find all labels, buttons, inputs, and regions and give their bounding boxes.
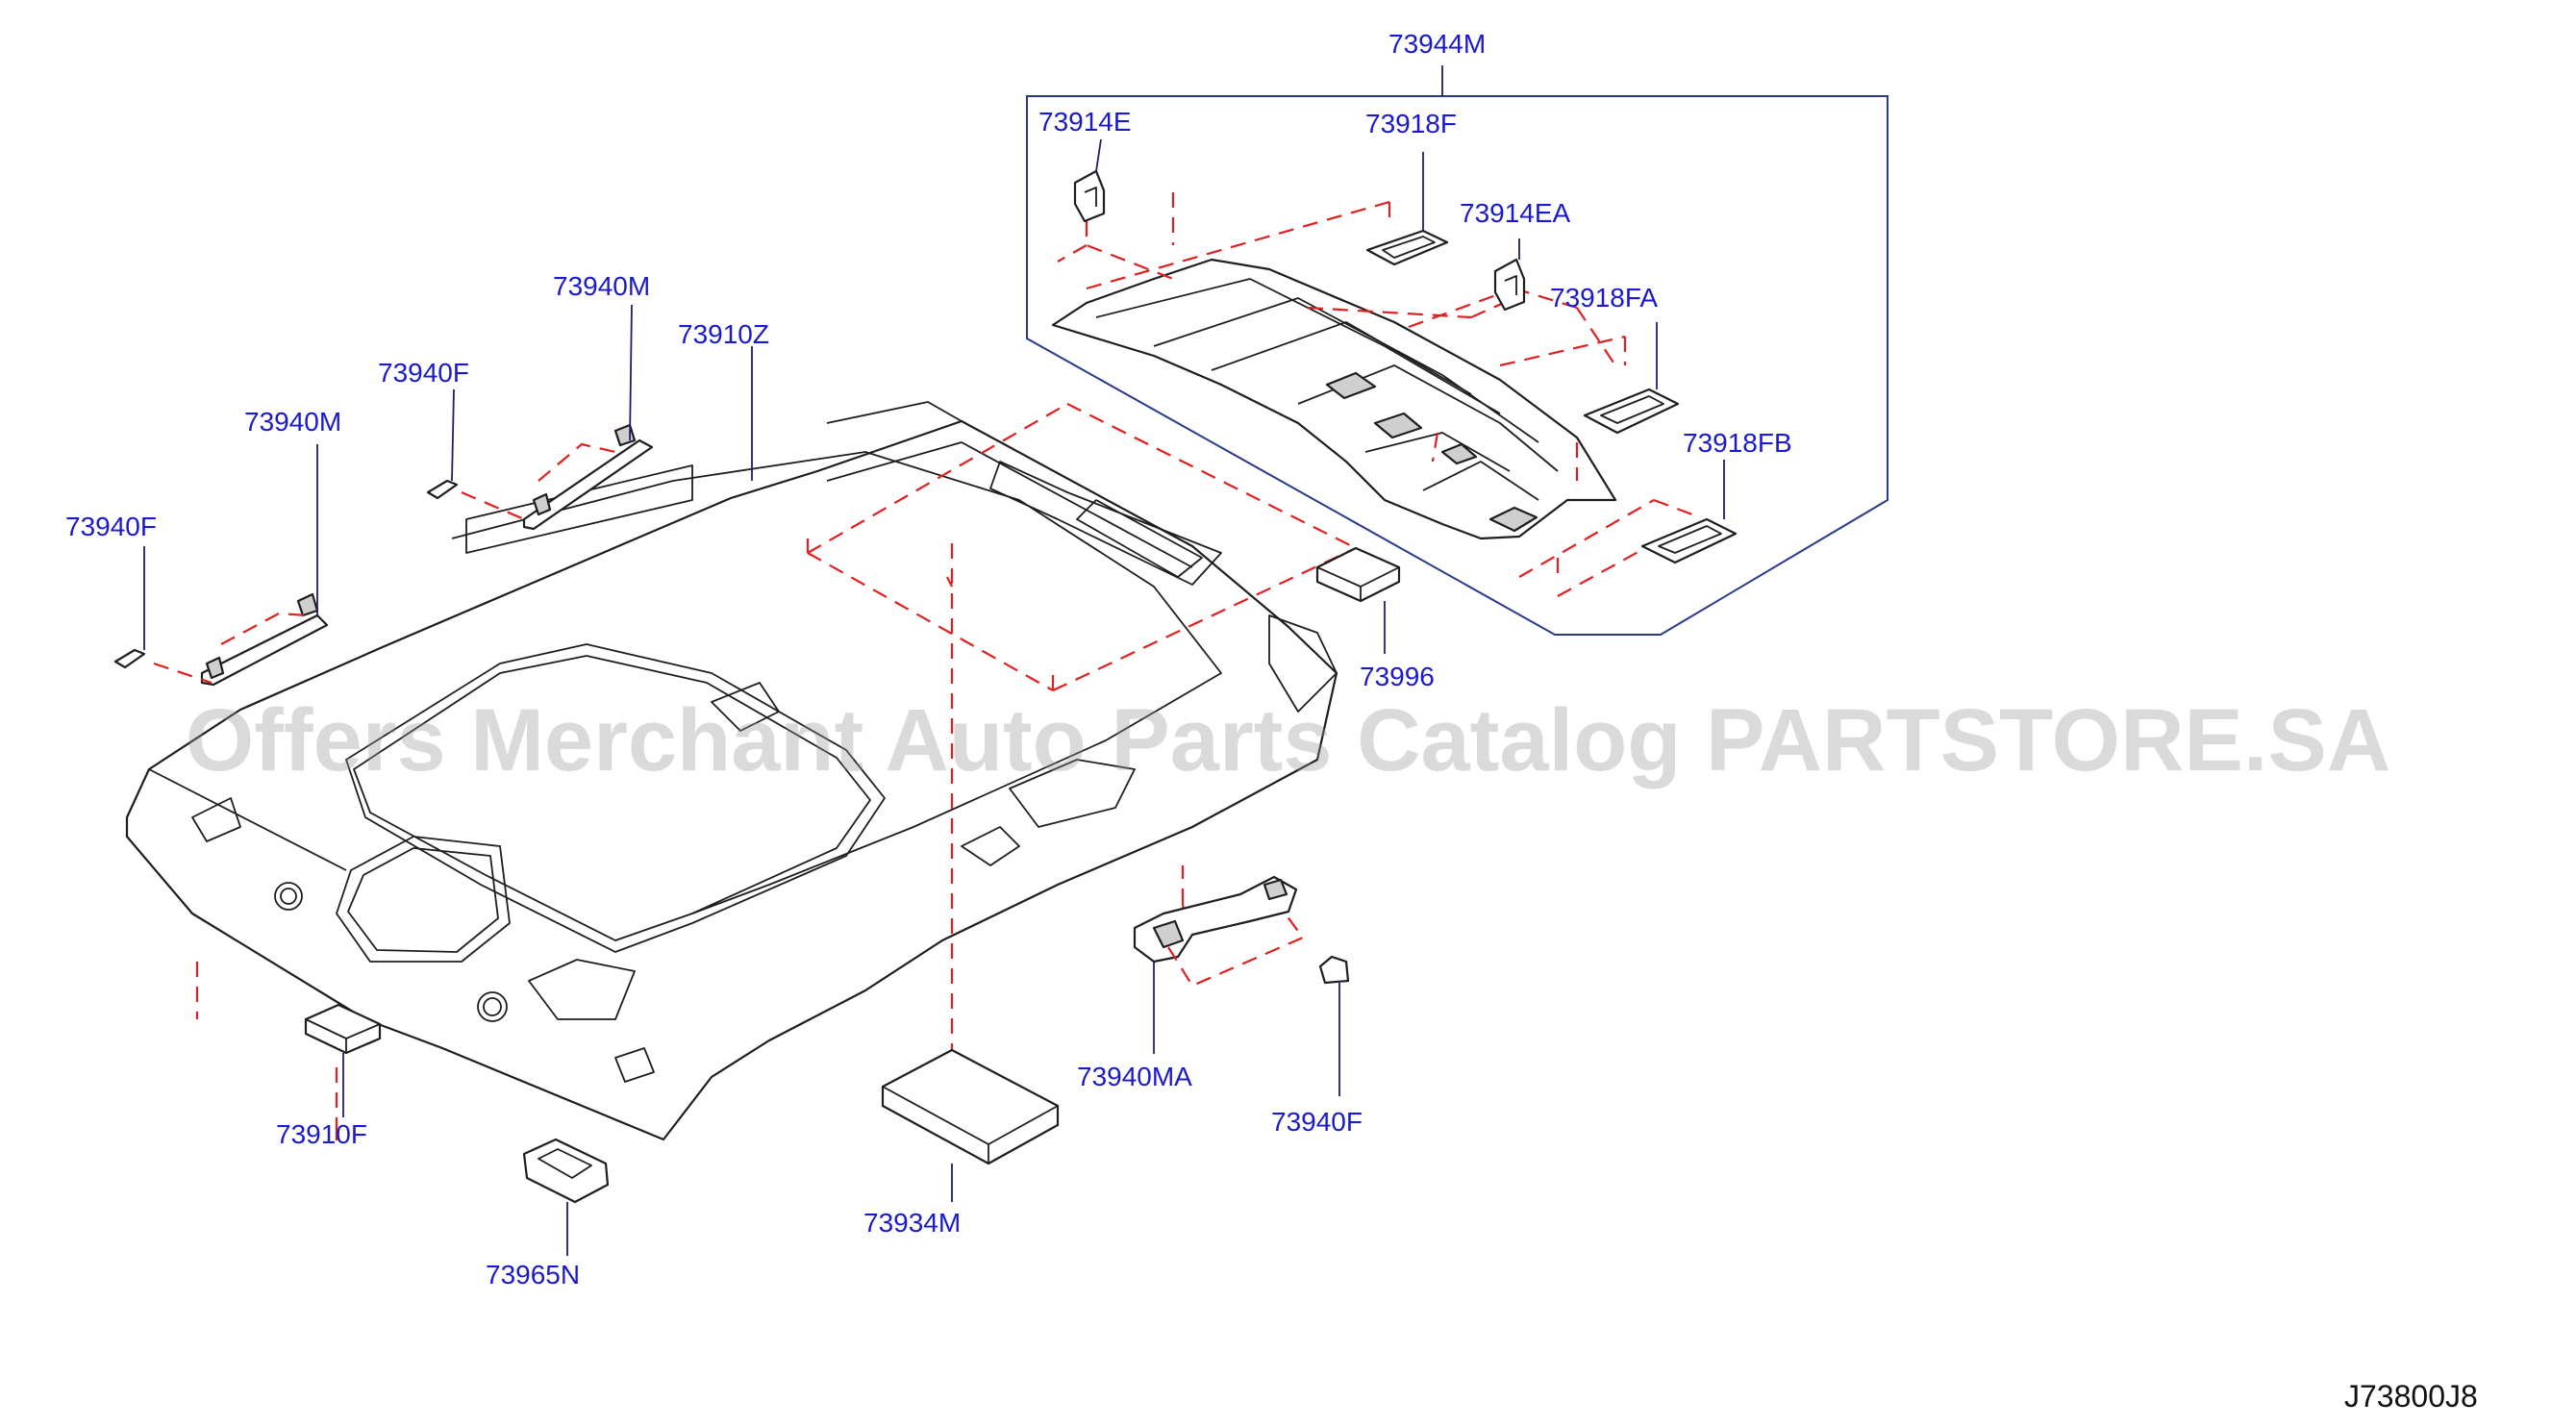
part-label-73914ea[interactable]: 73914EA (1460, 198, 1571, 228)
block-73934m (881, 1048, 1060, 1165)
part-label-73910z[interactable]: 73910Z (678, 319, 769, 349)
part-label-73918fa[interactable]: 73918FA (1550, 283, 1659, 313)
diagram-code: J73800J8 (2344, 1379, 2478, 1414)
lamp-73965n (522, 1138, 610, 1204)
part-label-73934m[interactable]: 73934M (863, 1208, 962, 1238)
grip-73940m-left (200, 592, 329, 687)
part-label-73910f[interactable]: 73910F (276, 1119, 367, 1149)
dash-lines-sunvisor-clip (195, 576, 953, 1019)
part-label-73940m-upper[interactable]: 73940M (553, 271, 651, 301)
clip-73914ea (1493, 258, 1526, 312)
part-label-73940f-lower[interactable]: 73940F (1271, 1107, 1363, 1137)
part-label-73940ma[interactable]: 73940MA (1077, 1062, 1192, 1091)
reinforcement-73944m (1051, 258, 1617, 540)
part-label-73965n[interactable]: 73965N (486, 1260, 581, 1289)
bezel-73918fb (1640, 517, 1738, 564)
grip-73940ma (1133, 875, 1298, 964)
dash-lines-reinforcement (1057, 192, 1693, 597)
pad-73910f (304, 1003, 382, 1055)
part-label-73940f-left[interactable]: 73940F (65, 512, 157, 541)
assembly-group-outline (1026, 95, 1888, 636)
clip-73914e (1073, 169, 1106, 223)
dash-lines-grip-upper (461, 442, 616, 521)
leader-lines (143, 138, 1725, 1256)
part-label-73944m[interactable]: 73944M (1388, 29, 1487, 59)
clip-73940f-left (113, 648, 146, 669)
part-label-73940m-left[interactable]: 73940M (244, 407, 342, 437)
clip-73940f-upper (426, 479, 459, 500)
part-label-73996[interactable]: 73996 (1360, 662, 1435, 691)
headliner-panel (125, 401, 1338, 1141)
part-label-73940f-upper[interactable]: 73940F (378, 358, 469, 388)
dash-lines-main (335, 403, 1358, 1149)
part-label-73914e[interactable]: 73914E (1038, 107, 1132, 137)
part-label-73918f[interactable]: 73918F (1365, 109, 1457, 138)
dash-lines-grip (1167, 911, 1305, 988)
bezel-73918fa (1583, 388, 1680, 435)
clip-73940f-lower (1318, 955, 1350, 985)
bezel-73918f (1365, 229, 1449, 266)
dash-lines-grip-left (153, 612, 309, 685)
pad-73996 (1315, 546, 1401, 603)
part-label-73918fb[interactable]: 73918FB (1683, 428, 1792, 458)
